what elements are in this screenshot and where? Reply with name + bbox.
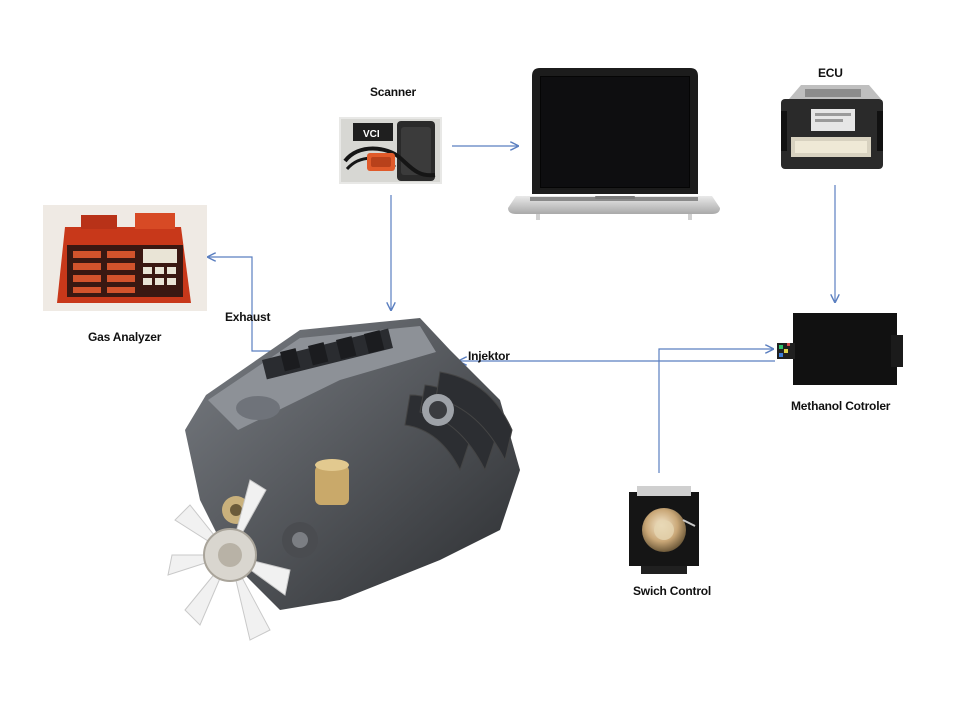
arrow-switch-to-controller bbox=[658, 349, 773, 473]
label-scanner: Scanner bbox=[370, 85, 416, 99]
gas-analyzer-icon bbox=[43, 205, 207, 311]
label-injector: Injektor bbox=[468, 349, 510, 363]
engine-icon bbox=[167, 318, 520, 641]
ecu-module-icon bbox=[781, 85, 883, 169]
switch-dial-icon bbox=[629, 486, 699, 574]
arrow-engine-exhaust-to-analyzer bbox=[208, 257, 293, 352]
label-ecu: ECU bbox=[818, 66, 843, 80]
laptop-icon bbox=[508, 68, 720, 220]
label-switch-control: Swich Control bbox=[633, 584, 712, 598]
scanner-brand-text: VCI bbox=[363, 129, 380, 140]
label-methanol-controller: Methanol Cotroler bbox=[791, 399, 891, 413]
label-gas-analyzer: Gas Analyzer bbox=[88, 330, 162, 344]
obd-scanner-icon: VCI bbox=[339, 117, 442, 184]
label-exhaust: Exhaust bbox=[225, 310, 271, 324]
controller-box-icon bbox=[777, 313, 903, 385]
